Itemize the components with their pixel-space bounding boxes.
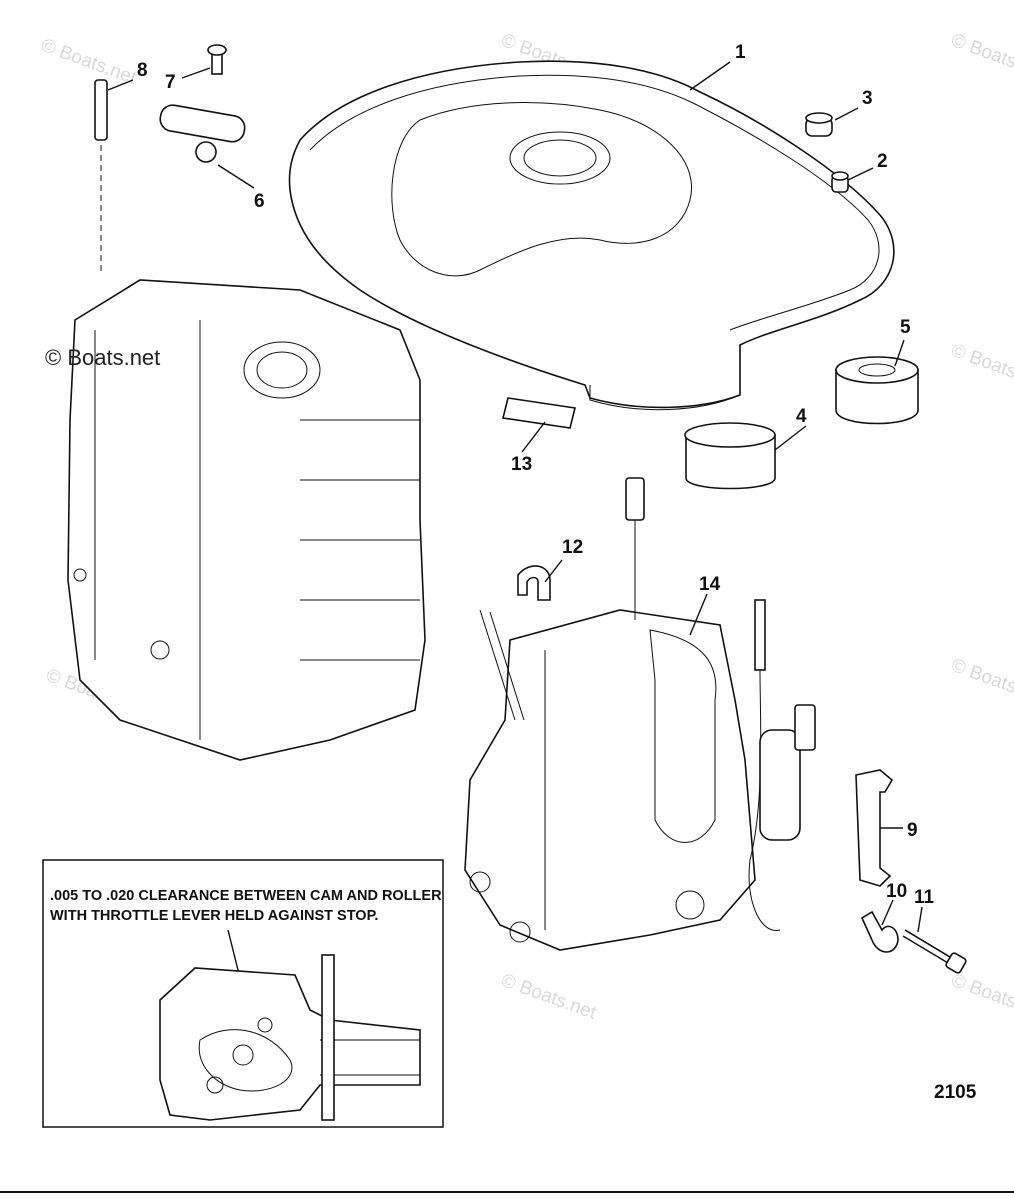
callout-9: 9 <box>907 820 918 841</box>
diagram-number: 2105 <box>934 1082 977 1103</box>
callout-labels: 1 3 2 5 4 8 7 6 13 12 14 9 10 11 <box>137 42 935 908</box>
flywheel-cover-part <box>288 60 895 411</box>
clamp-part <box>517 565 551 601</box>
small-fittings <box>94 44 246 275</box>
watermark: © Boats.net <box>38 35 139 89</box>
watermark: © Boats.net <box>948 340 1014 394</box>
callout-11: 11 <box>914 887 935 908</box>
watermark: © Boats.net <box>948 30 1014 84</box>
watermark: © Boats.net <box>948 970 1014 1024</box>
inset-note-line1: .005 TO .020 CLEARANCE BETWEEN CAM AND R… <box>50 888 442 904</box>
callout-3: 3 <box>862 88 873 109</box>
watermark: © Boats.net <box>948 655 1014 709</box>
callout-13: 13 <box>511 454 532 475</box>
seal-part <box>684 356 919 490</box>
callout-8: 8 <box>137 60 148 81</box>
callout-4: 4 <box>796 406 807 427</box>
watermark: © Boats.net <box>45 345 160 370</box>
callout-7: 7 <box>165 72 176 93</box>
leader-lines <box>107 61 923 933</box>
watermark: © Boats.net <box>498 970 599 1024</box>
p-clamp-part <box>860 910 899 953</box>
callout-5: 5 <box>900 317 911 338</box>
cylinder-block-part <box>67 279 426 761</box>
fuel-module-part <box>464 477 816 951</box>
inset-note-line2: WITH THROTTLE LEVER HELD AGAINST STOP. <box>50 908 378 924</box>
label-strip-part <box>502 397 576 429</box>
callout-2: 2 <box>877 151 888 172</box>
callout-6: 6 <box>254 191 265 212</box>
throttle-assembly-detail <box>159 967 421 1121</box>
callout-10: 10 <box>886 881 907 902</box>
bracket-part <box>855 769 894 887</box>
screw-part <box>902 929 967 974</box>
inset-detail: .005 TO .020 CLEARANCE BETWEEN CAM AND R… <box>42 859 444 1128</box>
callout-1: 1 <box>735 42 746 63</box>
callout-12: 12 <box>562 537 583 558</box>
grommet-part <box>805 112 849 193</box>
callout-14: 14 <box>699 574 721 595</box>
